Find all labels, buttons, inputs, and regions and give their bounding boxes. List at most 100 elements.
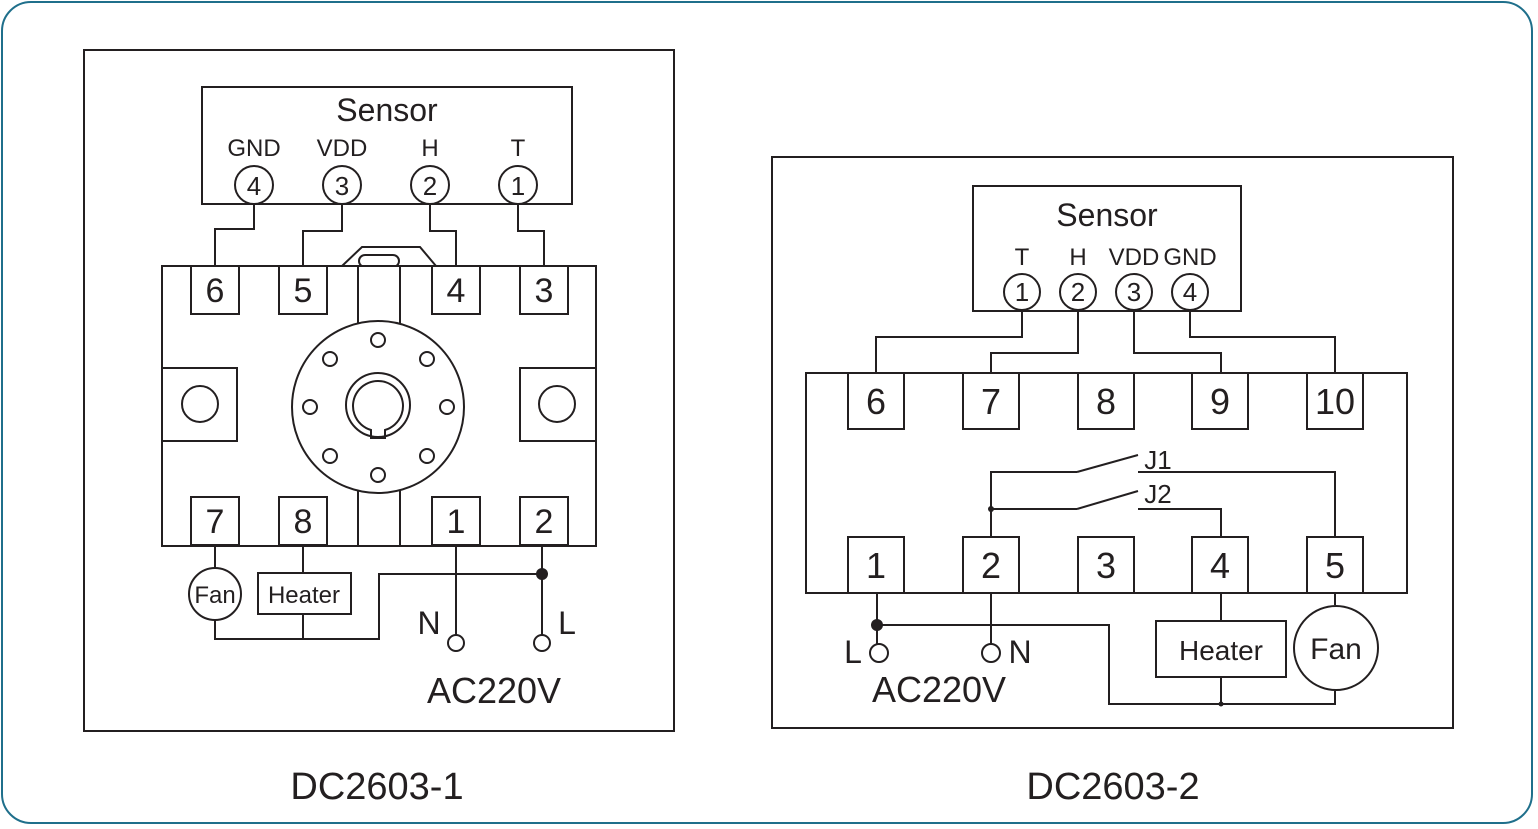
sensor-pin-gnd: GND 4 — [227, 135, 281, 205]
diagram-1-caption: DC2603-1 — [290, 766, 464, 808]
fan-symbol: Fan — [188, 567, 242, 621]
svg-text:3: 3 — [1096, 545, 1116, 586]
power-label: AC220V — [427, 670, 561, 711]
load-wires — [214, 546, 548, 640]
socket-key-bottom — [357, 486, 401, 547]
sensor-pin-t: T 1 — [498, 135, 538, 205]
sensor-pin-label: VDD — [317, 135, 368, 162]
svg-text:Fan: Fan — [194, 582, 235, 609]
top-terminal: 8 — [1077, 372, 1135, 430]
socket-tab — [341, 246, 437, 267]
n-label: N — [417, 605, 440, 641]
sensor-pin-label: H — [421, 135, 438, 162]
sensor-title: Sensor — [1056, 197, 1158, 233]
bottom-terminal: 8 — [278, 496, 328, 546]
bottom-terminal: 3 — [1077, 536, 1135, 594]
top-terminal: 5 — [278, 265, 328, 315]
power-label: AC220V — [872, 669, 1006, 710]
diagram-2-caption: DC2603-2 — [1026, 766, 1200, 808]
heater-symbol: Heater — [257, 572, 352, 615]
svg-text:8: 8 — [294, 503, 313, 541]
svg-text:T: T — [1015, 244, 1030, 271]
sensor-pin-number: 1 — [511, 171, 525, 201]
sensor-pin-gnd: GND 4 — [1163, 244, 1217, 311]
sensor-pin-h: H 2 — [410, 135, 450, 205]
bottom-terminal: 7 — [190, 496, 240, 546]
octal-socket — [291, 320, 465, 494]
svg-text:4: 4 — [1210, 545, 1230, 586]
relay-contacts — [988, 454, 1336, 537]
diagram-dc2603-1: Sensor GND 4 VDD 3 H 2 T 1 — [83, 49, 675, 732]
svg-text:7: 7 — [206, 503, 225, 541]
svg-text:2: 2 — [535, 503, 554, 541]
sensor-pin-h: H 2 — [1059, 244, 1097, 311]
svg-text:Fan: Fan — [1310, 633, 1362, 666]
top-terminal: 4 — [431, 265, 481, 315]
mount-block-right — [519, 367, 597, 442]
bottom-terminal: 2 — [962, 536, 1020, 594]
relay-j1-label: J1 — [1144, 445, 1171, 475]
n-terminal-icon — [981, 643, 1001, 663]
sensor-pin-vdd: VDD 3 — [1109, 244, 1160, 311]
mount-hole-icon — [538, 385, 576, 423]
svg-text:4: 4 — [447, 272, 466, 310]
heater-symbol: Heater — [1155, 620, 1287, 678]
svg-text:3: 3 — [535, 272, 554, 310]
svg-text:Heater: Heater — [1179, 635, 1263, 666]
svg-text:1: 1 — [866, 545, 886, 586]
mount-block-left — [161, 367, 238, 442]
svg-text:2: 2 — [1071, 277, 1085, 307]
n-terminal-icon — [447, 634, 465, 652]
top-terminal: 3 — [519, 265, 569, 315]
bottom-terminal: 1 — [431, 496, 481, 546]
bottom-terminal: 1 — [847, 536, 905, 594]
svg-text:8: 8 — [1096, 381, 1116, 422]
l-terminal-icon — [533, 634, 551, 652]
svg-text:6: 6 — [866, 381, 886, 422]
mount-hole-icon — [181, 385, 219, 423]
svg-text:H: H — [1069, 244, 1086, 271]
bottom-terminal: 2 — [519, 496, 569, 546]
svg-text:9: 9 — [1210, 381, 1230, 422]
sensor-pin-label: GND — [227, 135, 280, 162]
sensor-pin-t: T 1 — [1003, 244, 1041, 311]
svg-text:1: 1 — [1015, 277, 1029, 307]
top-terminal: 9 — [1191, 372, 1249, 430]
svg-text:2: 2 — [981, 545, 1001, 586]
svg-text:5: 5 — [294, 272, 313, 310]
svg-text:3: 3 — [1127, 277, 1141, 307]
svg-text:GND: GND — [1163, 244, 1216, 271]
n-label: N — [1008, 634, 1031, 670]
svg-text:4: 4 — [1183, 277, 1197, 307]
top-terminal: 10 — [1306, 372, 1364, 430]
svg-text:7: 7 — [981, 381, 1001, 422]
sensor-wires — [875, 311, 1336, 373]
top-terminal: 7 — [962, 372, 1020, 430]
svg-text:1: 1 — [447, 503, 466, 541]
sensor-pin-vdd: VDD 3 — [317, 135, 368, 205]
svg-text:Heater: Heater — [268, 582, 340, 609]
l-label: L — [844, 634, 862, 670]
l-terminal-icon — [869, 643, 889, 663]
top-terminal: 6 — [847, 372, 905, 430]
fan-symbol: Fan — [1293, 605, 1379, 691]
relay-j2-label: J2 — [1144, 479, 1171, 509]
sensor-pin-number: 4 — [247, 171, 261, 201]
svg-text:6: 6 — [206, 272, 225, 310]
diagram-dc2603-2: Sensor T 1 H 2 VDD 3 GND 4 — [771, 156, 1454, 729]
l-label: L — [558, 605, 576, 641]
sensor-title: Sensor — [336, 92, 438, 128]
bottom-terminal: 5 — [1306, 536, 1364, 594]
sensor-pin-label: T — [511, 135, 526, 162]
svg-text:5: 5 — [1325, 545, 1345, 586]
socket-key-top — [357, 265, 401, 327]
svg-text:VDD: VDD — [1109, 244, 1160, 271]
top-terminal: 6 — [190, 265, 240, 315]
svg-text:10: 10 — [1315, 381, 1355, 422]
bottom-terminal: 4 — [1191, 536, 1249, 594]
sensor-pin-number: 2 — [423, 171, 437, 201]
sensor-pin-number: 3 — [335, 171, 349, 201]
load-wires — [871, 593, 1336, 707]
